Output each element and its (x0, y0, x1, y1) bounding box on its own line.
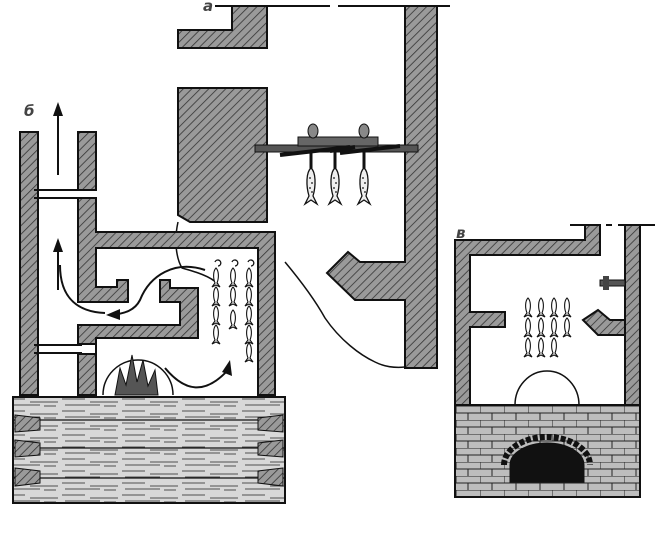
chimney-right-wall-upper (77, 131, 97, 191)
arrow-head-icon (222, 360, 232, 376)
flow-arrow-curve (109, 265, 206, 316)
arrow-head-icon (53, 238, 63, 252)
wall-block-top (177, 5, 268, 49)
diagram-b (12, 102, 286, 504)
chimney-left-wall (19, 131, 39, 396)
label-v: в (456, 224, 466, 242)
right-wall (325, 5, 438, 369)
fish-rack (254, 123, 419, 205)
diagram-a (175, 5, 450, 369)
hanging-fish (523, 297, 572, 358)
chamber-top-wall (77, 197, 276, 396)
firebox-opening (509, 442, 585, 483)
slope-line (284, 261, 406, 369)
fire-icon (114, 354, 159, 396)
wooden-base (12, 396, 286, 504)
label-b: б (24, 102, 35, 120)
damper (599, 279, 626, 287)
label-a: а (203, 0, 214, 15)
flow-arrow-fire (164, 367, 229, 389)
fish-icon (357, 167, 371, 205)
dome (514, 370, 580, 406)
diagram-v (454, 224, 655, 498)
fish-icon (304, 167, 318, 205)
chimney-right-wall (624, 224, 641, 406)
log-ends (14, 414, 284, 487)
fish-icon (328, 167, 342, 205)
damper-upper (34, 189, 82, 199)
damper-lower (34, 344, 82, 354)
arrow-head-icon (106, 309, 120, 320)
flow-arrow-left (59, 264, 106, 314)
hanging-fish (211, 259, 255, 363)
wall-block-middle (177, 87, 268, 223)
inner-right-wall (581, 308, 626, 336)
arrow-head-icon (53, 102, 63, 116)
